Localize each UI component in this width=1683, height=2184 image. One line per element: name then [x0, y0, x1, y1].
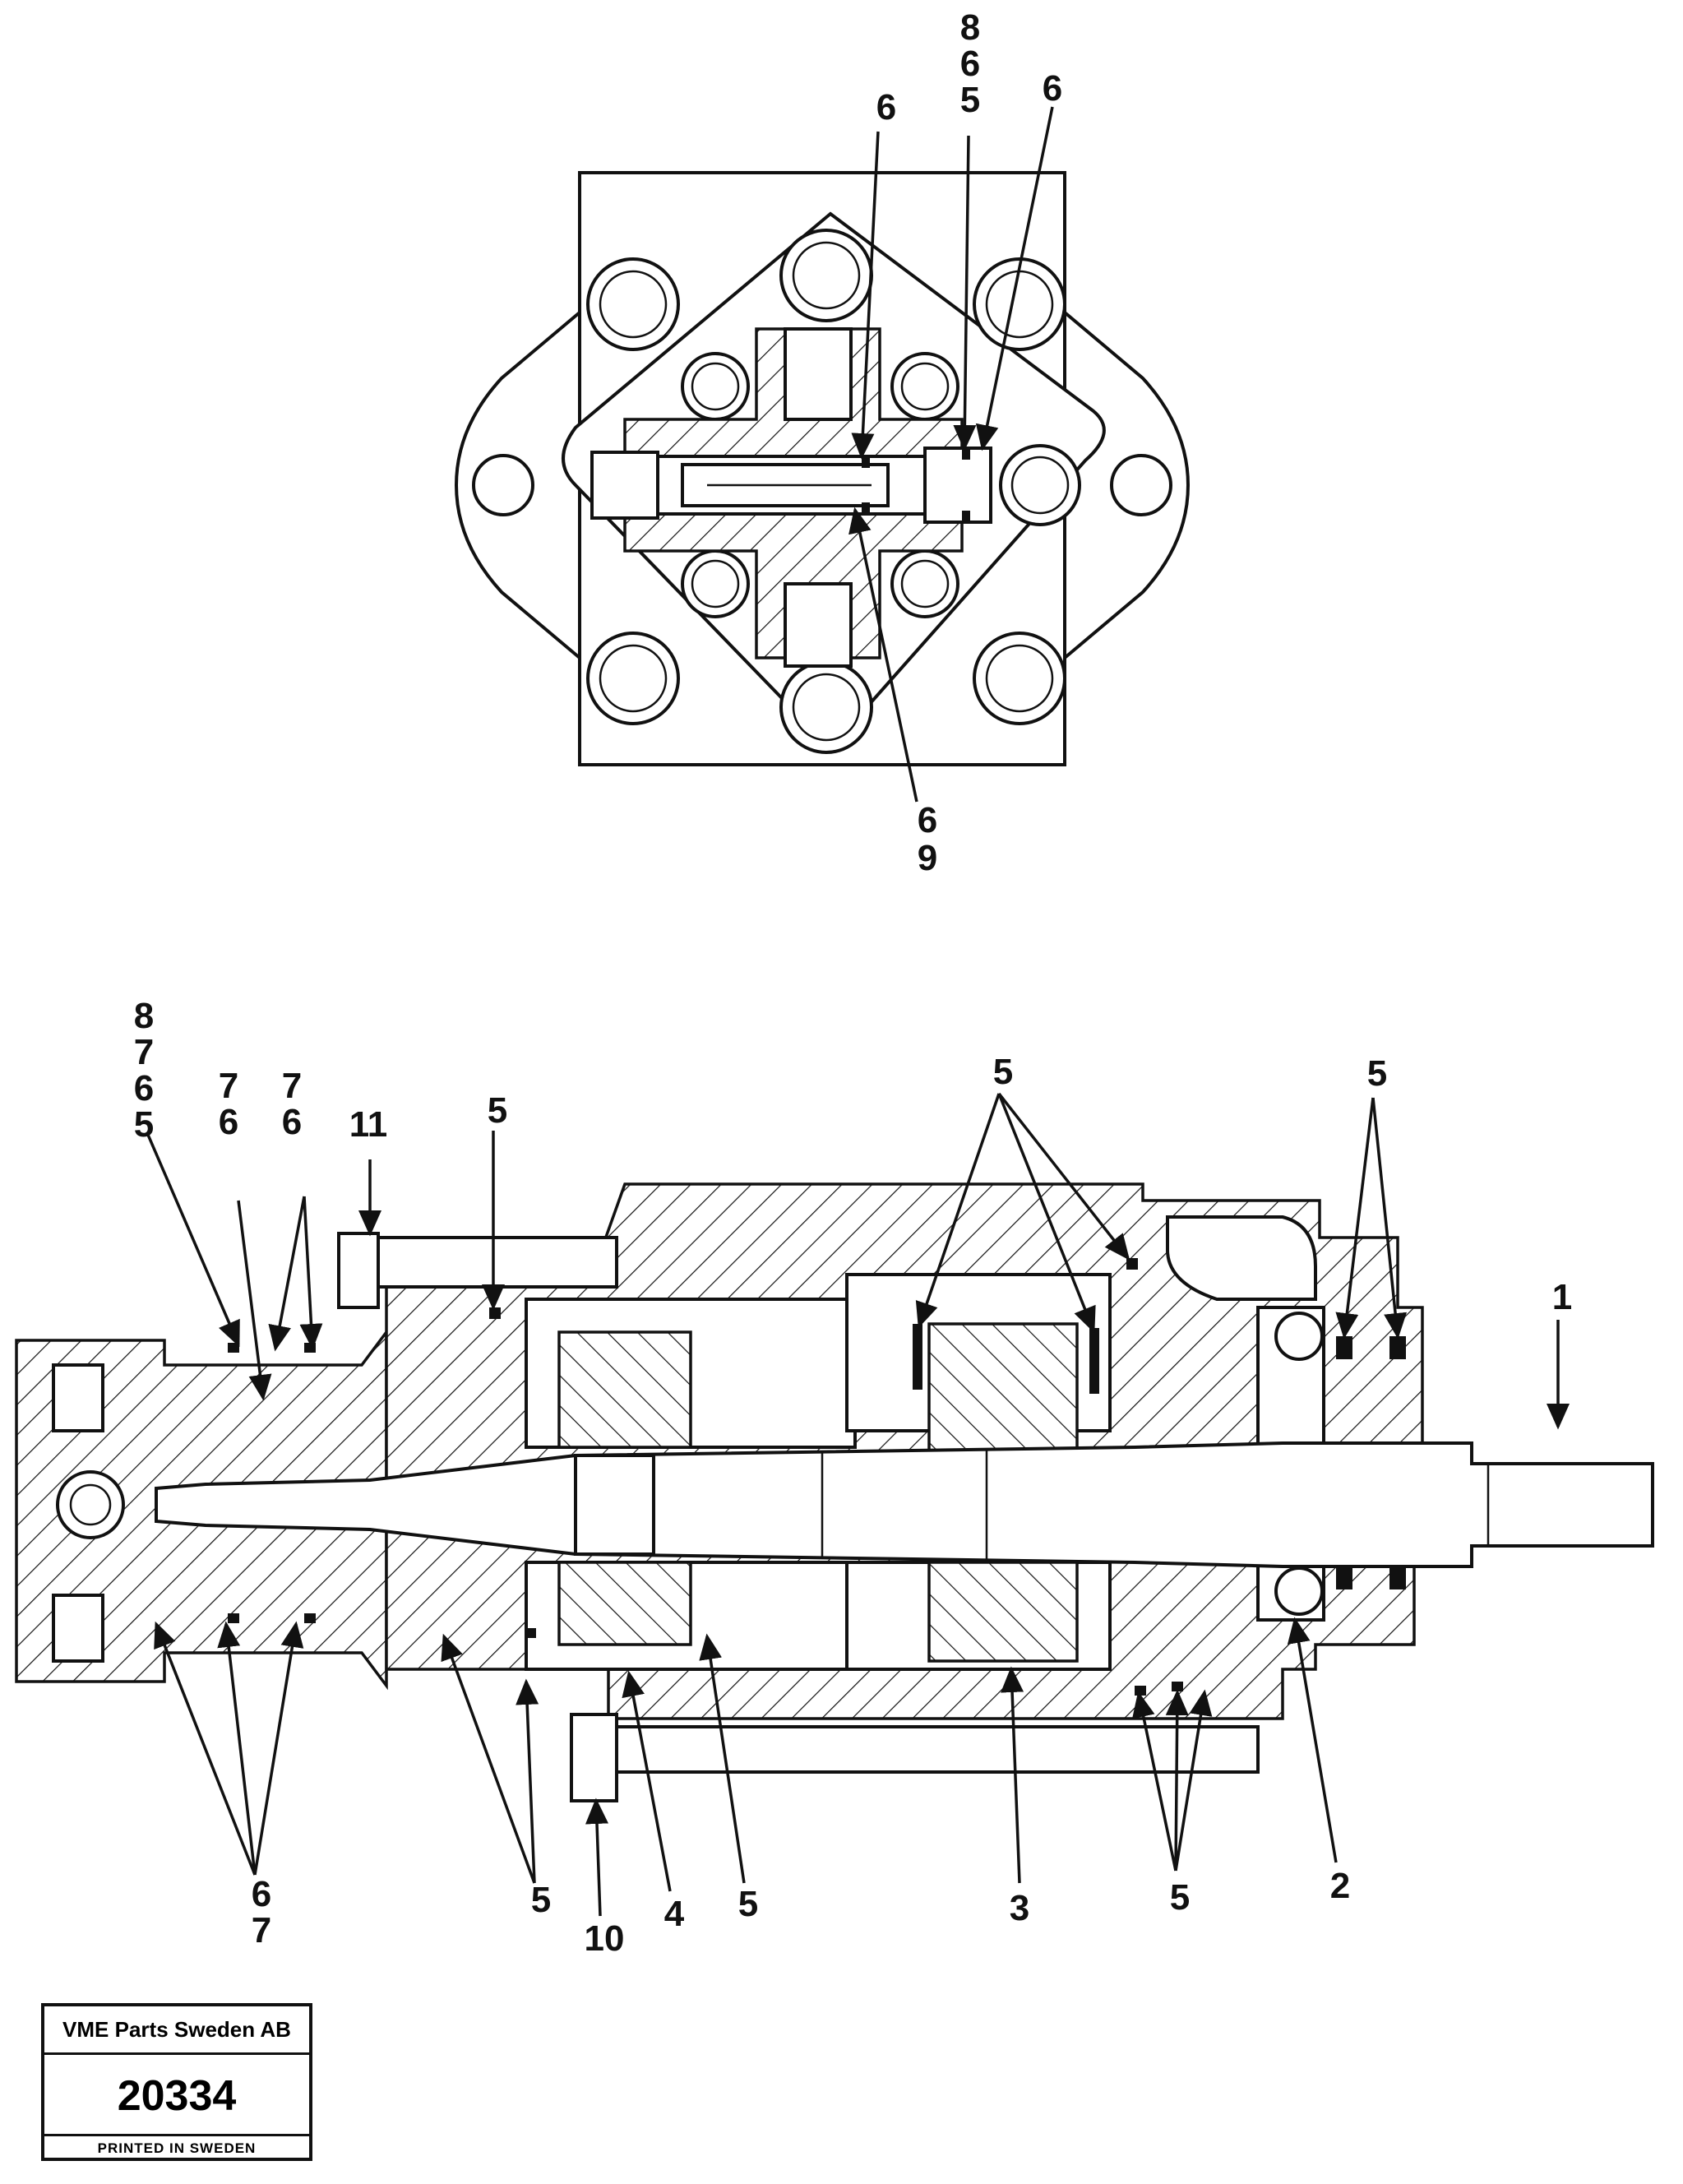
leader-3: [1001, 1666, 1024, 1884]
leader-2: [1287, 1617, 1338, 1863]
gear-3-lower: [927, 1561, 1079, 1663]
leader-67-1: [154, 1621, 257, 1876]
leader-5-br-2: [1165, 1689, 1189, 1872]
callout-5-pair: 5: [993, 1052, 1013, 1092]
port-lower: [784, 582, 853, 668]
bearing-ball-upper: [1274, 1312, 1324, 1361]
leader-67-2: [217, 1621, 257, 1876]
title-stamp: VME Parts Sweden AB 20334 PRINTED IN SWE…: [41, 2003, 312, 2161]
gear-4-lower: [557, 1561, 692, 1646]
leader-67-3: [253, 1621, 304, 1876]
stamp-drawing-number: 20334: [44, 2055, 309, 2136]
leader-5-pair-1: [915, 1093, 1001, 1329]
leader-5-bl-2: [516, 1678, 539, 1884]
stamp-company: VME Parts Sweden AB: [44, 2006, 309, 2055]
shaft-spline-section: [574, 1454, 655, 1556]
section-view: [15, 1092, 1654, 1917]
cover-bolts: [586, 229, 1081, 754]
leader-5-br-1: [1132, 1691, 1177, 1872]
callout-top-6b: 6: [1043, 68, 1062, 109]
leader-5-bl-1: [441, 1633, 536, 1884]
o-rings: [228, 1258, 1183, 1696]
callout-11: 11: [349, 1104, 388, 1145]
bolt-lower-shank: [607, 1725, 1260, 1774]
leader-76b-2: [299, 1196, 323, 1350]
callout-1: 1: [1552, 1277, 1572, 1317]
leader-5-br-3: [1174, 1689, 1213, 1872]
callout-5-bl: 5: [531, 1880, 551, 1920]
mounting-hole-left: [472, 454, 534, 516]
front-port-cavity: [1166, 1215, 1317, 1301]
callout-2: 2: [1330, 1866, 1350, 1906]
port-upper: [784, 327, 853, 421]
callout-5-br: 5: [1170, 1877, 1190, 1918]
leader-76b-1: [268, 1196, 306, 1352]
gear-4-upper: [557, 1330, 692, 1449]
rear-valve-ball: [56, 1470, 125, 1539]
callout-5-mid: 5: [738, 1884, 758, 1924]
leader-4: [622, 1670, 672, 1892]
callout-5-top: 5: [488, 1090, 507, 1131]
leader-top-6a: [851, 131, 880, 460]
callout-10: 10: [585, 1918, 625, 1959]
stamp-printed-in: PRINTED IN SWEDEN: [97, 2140, 257, 2156]
gear-3-upper: [927, 1322, 1079, 1457]
callout-top-6a: 6: [876, 87, 896, 127]
leader-8765: [146, 1134, 240, 1348]
leader-76a: [237, 1200, 272, 1401]
callout-4: 4: [664, 1894, 685, 1934]
callout-5-right: 5: [1367, 1053, 1387, 1094]
leader-top-69: [848, 507, 918, 803]
plug-right: [923, 447, 992, 524]
plug-left: [590, 451, 659, 520]
leader-5-pair-3: [997, 1092, 1130, 1261]
leader-5-pair-2: [997, 1093, 1096, 1334]
rear-port-upper: [52, 1363, 104, 1432]
rear-port-lower: [52, 1594, 104, 1663]
callout-3: 3: [1010, 1888, 1029, 1928]
leader-top-6b: [975, 106, 1054, 451]
leader-5-right-2: [1371, 1097, 1408, 1340]
bearing-ball-lower: [1274, 1566, 1324, 1616]
leader-10: [585, 1798, 608, 1917]
leader-top-865: [953, 135, 977, 451]
leader-5-right-1: [1335, 1097, 1375, 1340]
mounting-hole-right: [1110, 454, 1172, 516]
bolt-11-head: [337, 1232, 380, 1309]
leader-5-mid: [699, 1633, 746, 1884]
top-end-view: [454, 106, 1191, 803]
bolt-10-head: [570, 1713, 618, 1802]
